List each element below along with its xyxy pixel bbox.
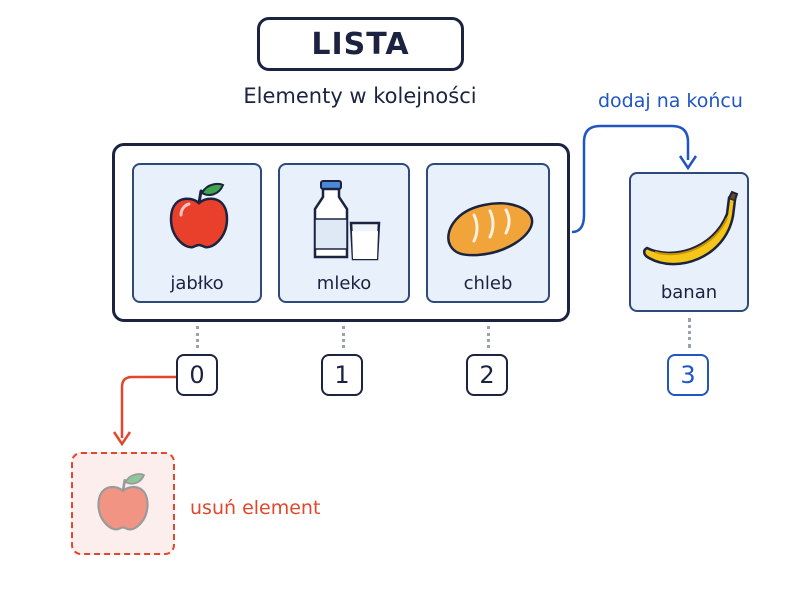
apple-icon [97, 473, 149, 531]
bread-icon [447, 201, 534, 257]
removed-item [71, 452, 175, 555]
add-label: dodaj na końcu [598, 90, 743, 112]
item-label: chleb [463, 273, 513, 294]
index-badge: 1 [321, 354, 363, 396]
add-arrow-head [678, 155, 698, 171]
apple-icon [169, 183, 229, 249]
remove-label: usuń element [190, 497, 321, 519]
index-badge: 2 [466, 354, 508, 396]
item-label: jabłko [170, 273, 224, 294]
index-connector [688, 318, 691, 348]
milk-icon [313, 180, 381, 261]
index-badge: 0 [176, 354, 218, 396]
add-arrow [571, 124, 690, 234]
item-label: mleko [316, 273, 372, 294]
remove-arrow-head [112, 431, 132, 447]
list-item: mleko [278, 163, 410, 303]
subtitle: Elementy w kolejności [243, 84, 477, 108]
page-title: LISTA [257, 17, 464, 71]
item-label: banan [660, 282, 718, 303]
index-connector [342, 326, 345, 348]
index-connector [487, 326, 490, 348]
list-item: chleb [426, 163, 550, 303]
list-container [112, 143, 570, 322]
list-item: jabłko [132, 163, 262, 303]
index-connector [196, 326, 199, 348]
index-badge-appended: 3 [667, 354, 709, 396]
remove-arrow [120, 375, 176, 438]
banana-icon [643, 190, 739, 266]
appended-item: banan [629, 172, 749, 312]
